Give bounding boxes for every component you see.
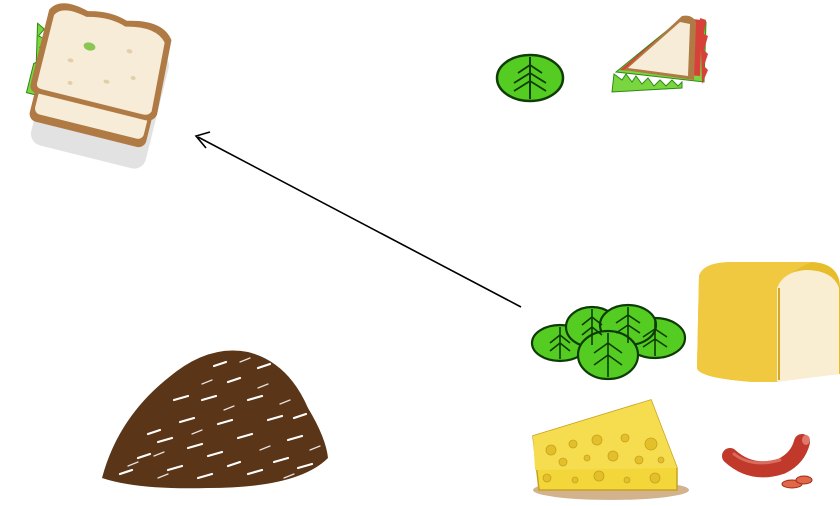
sandwich-icon[interactable] xyxy=(8,10,183,175)
lettuce-pile-icon[interactable] xyxy=(530,303,690,383)
half-sandwich-icon[interactable] xyxy=(610,12,720,102)
lettuce-leaf-icon[interactable] xyxy=(495,53,565,103)
cheese-wedge-icon[interactable] xyxy=(527,398,687,503)
bread-loaf-icon[interactable] xyxy=(693,258,840,384)
seasoning-pile-icon[interactable] xyxy=(98,338,330,490)
sausage-icon[interactable] xyxy=(722,432,812,494)
